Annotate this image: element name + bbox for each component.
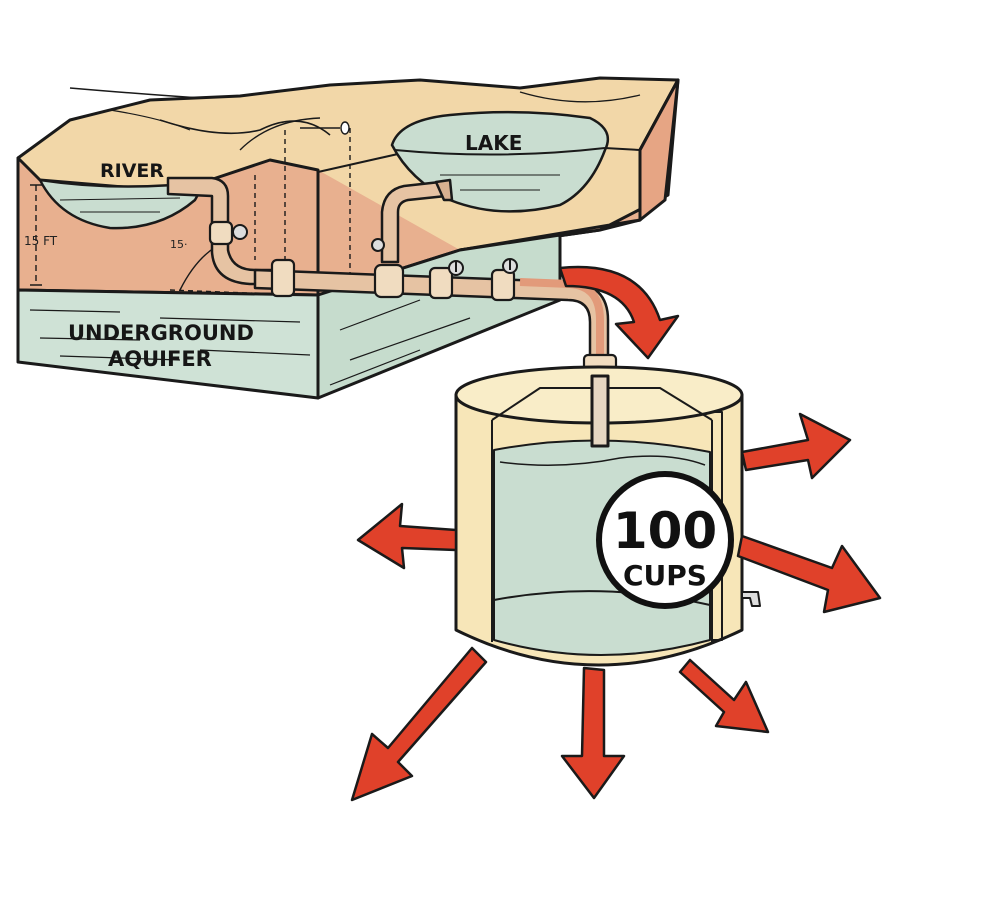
tank-spigot-icon bbox=[741, 591, 761, 607]
arrow-bottom-icon bbox=[560, 666, 626, 800]
arrow-left-icon bbox=[356, 502, 458, 570]
arrow-bottom-left-icon bbox=[350, 646, 488, 802]
aquifer-label-line1: UNDERGROUND bbox=[68, 321, 254, 345]
distribution-arrows bbox=[350, 412, 882, 802]
river-label: RIVER bbox=[100, 160, 164, 182]
arrow-bottom-right-icon bbox=[678, 658, 770, 734]
capacity-number: 100 bbox=[613, 502, 717, 560]
capacity-badge: 100 CUPS bbox=[596, 471, 734, 609]
depth-label: 15 FT bbox=[24, 234, 58, 248]
aquifer-label-line2: AQUIFER bbox=[108, 347, 212, 371]
lake-label: LAKE bbox=[465, 131, 522, 155]
arrow-right-middle-icon bbox=[736, 534, 882, 614]
valve-handles bbox=[232, 224, 518, 276]
flow-arrow-icon bbox=[558, 265, 680, 360]
angle-label: 15· bbox=[170, 238, 188, 251]
river-water bbox=[37, 178, 208, 230]
arrow-right-upper-icon bbox=[740, 412, 852, 480]
capacity-unit: CUPS bbox=[623, 559, 707, 592]
